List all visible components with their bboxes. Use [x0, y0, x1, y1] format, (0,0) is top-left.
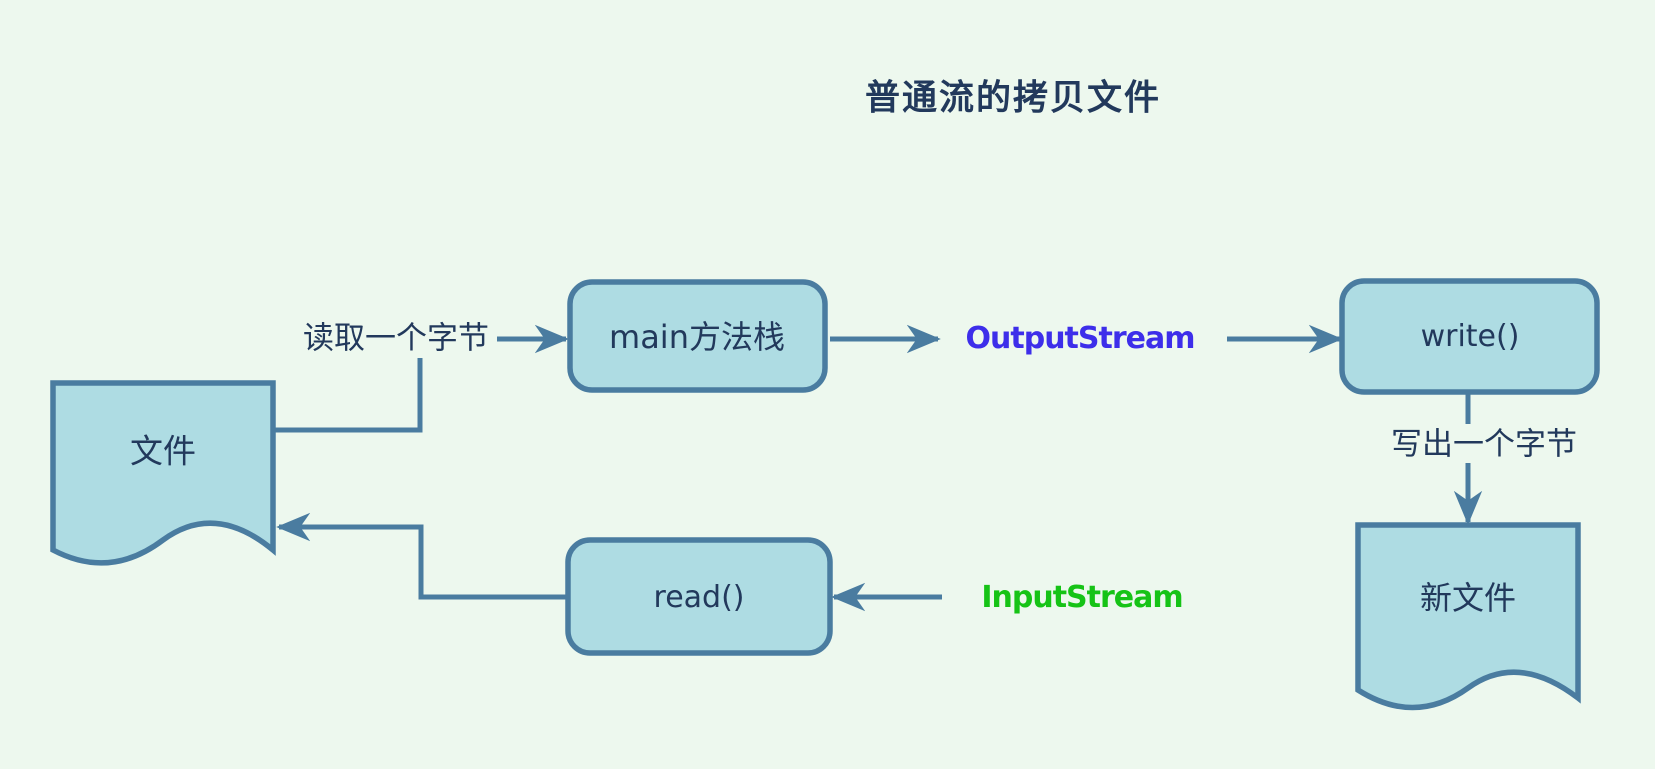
source-file-node-label: 文件: [130, 431, 196, 471]
main-stack-node-label: main方法栈: [609, 318, 785, 356]
source-file-node-shape: [50, 380, 276, 566]
read-node-shape: [565, 537, 833, 656]
new-file-node-shape: [1355, 522, 1581, 711]
write-byte-edge-label: 写出一个字节: [1391, 426, 1577, 463]
write-node-label: write(): [1420, 319, 1520, 354]
file-to-readbyte-connector: [273, 358, 423, 433]
write-node-shape: [1339, 278, 1600, 395]
page-title: 普通流的拷贝文件: [864, 78, 1162, 119]
main-stack-node-shape: [567, 279, 828, 393]
output-stream-label: OutputStream: [965, 321, 1196, 356]
new-file-node-label: 新文件: [1419, 579, 1517, 617]
read-byte-edge-label: 读取一个字节: [303, 320, 489, 357]
read-to-file-arrow: [276, 512, 568, 600]
input-stream-label: InputStream: [981, 580, 1183, 615]
read-node-label: read(): [653, 580, 745, 615]
